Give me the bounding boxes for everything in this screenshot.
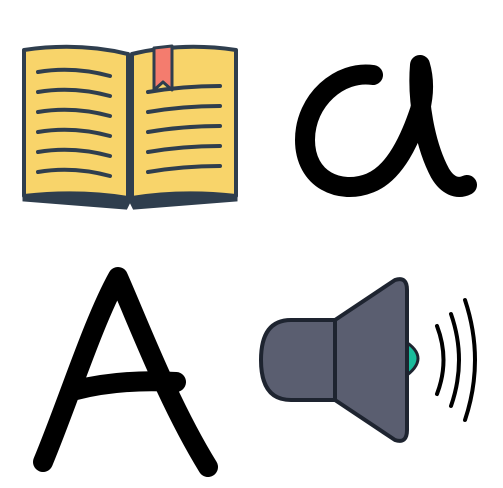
book-left-lines [36, 67, 112, 178]
a-glyph-strokes [33, 267, 218, 477]
open-book-icon[interactable] [18, 40, 240, 218]
speaker-sound-icon[interactable] [255, 270, 495, 450]
speaker-back [259, 318, 337, 402]
sound-waves-icon [435, 298, 477, 422]
alpha-letter-icon[interactable] [285, 45, 485, 210]
alpha-glyph [295, 55, 477, 197]
bookmark-icon [152, 44, 174, 92]
speaker-cone [333, 277, 409, 443]
book-right-page [130, 44, 238, 200]
capital-a-letter-icon[interactable] [28, 262, 233, 480]
book-right-lines [146, 84, 222, 174]
a-glyph-crossbar [66, 371, 186, 400]
book-left-page [22, 44, 130, 200]
